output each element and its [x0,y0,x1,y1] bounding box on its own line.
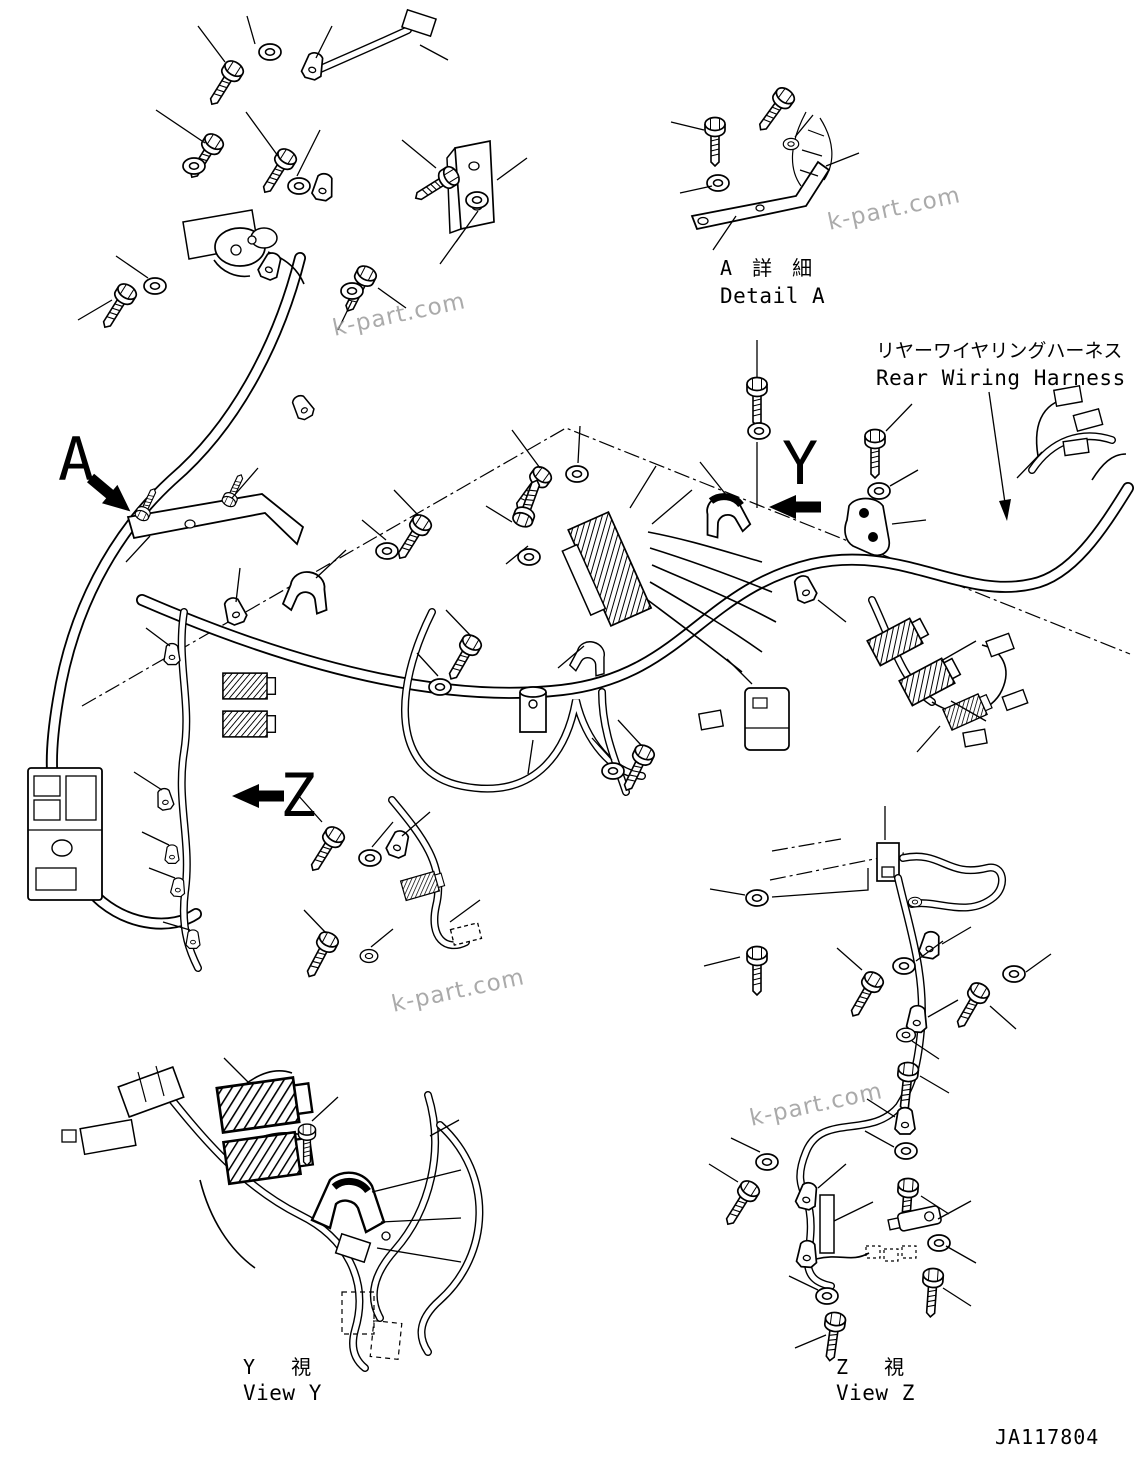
view-z-label-jp: Z 視 [836,1355,905,1379]
harness-label-jp: リヤーワイヤリングハーネス [876,340,1123,362]
view-y-label-jp: Y 視 [243,1355,312,1379]
view-z-arrow [232,784,284,808]
view-marker-y: Y [782,429,819,499]
detail-a-label-jp: A 詳 細 [720,256,817,280]
drawing-number: JA117804 [995,1425,1100,1449]
view-marker-z: Z [280,761,317,831]
harness-label-en: Rear Wiring Harness [876,366,1126,390]
view-z-label-en: View Z [836,1381,915,1405]
detail-a-label-en: Detail A [720,284,826,308]
view-marker-a: A [58,425,95,495]
callout-arrowhead [999,499,1011,521]
view-y-label-en: View Y [243,1381,322,1405]
